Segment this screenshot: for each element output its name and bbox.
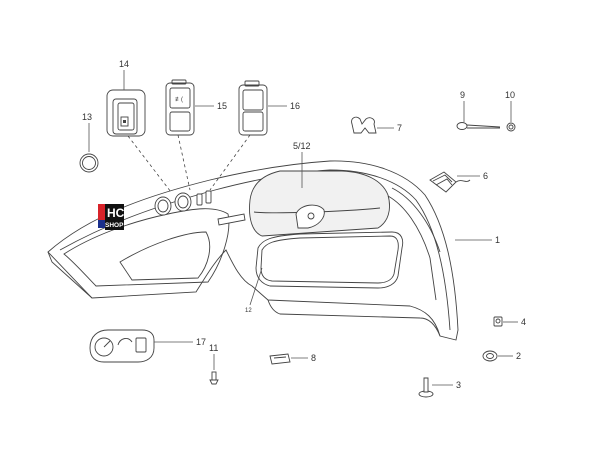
push-rivet-part xyxy=(418,377,453,398)
clip-part xyxy=(351,116,394,134)
fog-symbol: ≢( xyxy=(175,96,183,103)
fog-switch-part: ≢( xyxy=(165,79,214,191)
screw-nut-part xyxy=(456,101,516,132)
callout-10: 10 xyxy=(505,90,515,100)
leader-part-12 xyxy=(249,267,263,306)
callout-12: 12 xyxy=(245,308,252,314)
logo-line2: SHOP xyxy=(105,222,124,229)
callout-1: 1 xyxy=(495,235,500,245)
callout-9: 9 xyxy=(460,90,465,100)
logo-line1: HC xyxy=(107,206,125,220)
callout-2: 2 xyxy=(516,351,521,361)
callout-5-12: 5/12 xyxy=(293,141,311,151)
connector-part xyxy=(429,171,480,193)
callout-8: 8 xyxy=(311,353,316,363)
callout-13: 13 xyxy=(82,112,92,122)
hc-shop-logo: HC SHOP xyxy=(98,204,125,230)
callout-4: 4 xyxy=(521,317,526,327)
switch-housing-part xyxy=(106,70,172,193)
small-screw-part xyxy=(209,354,219,385)
callout-3: 3 xyxy=(456,380,461,390)
rocker-switch-part xyxy=(209,80,287,191)
dashboard-panel xyxy=(47,160,459,341)
callout-14: 14 xyxy=(119,59,129,69)
callout-11: 11 xyxy=(209,343,218,353)
bracket-part xyxy=(269,353,308,365)
callout-7: 7 xyxy=(397,123,402,133)
clip-nut-part xyxy=(493,316,518,327)
callout-6: 6 xyxy=(483,171,488,181)
instrument-cluster-part xyxy=(89,329,193,363)
callout-16: 16 xyxy=(290,101,300,111)
washer-part xyxy=(482,350,513,362)
round-cap-part xyxy=(79,123,99,173)
callout-15: 15 xyxy=(217,101,227,111)
callout-17: 17 xyxy=(196,337,206,347)
